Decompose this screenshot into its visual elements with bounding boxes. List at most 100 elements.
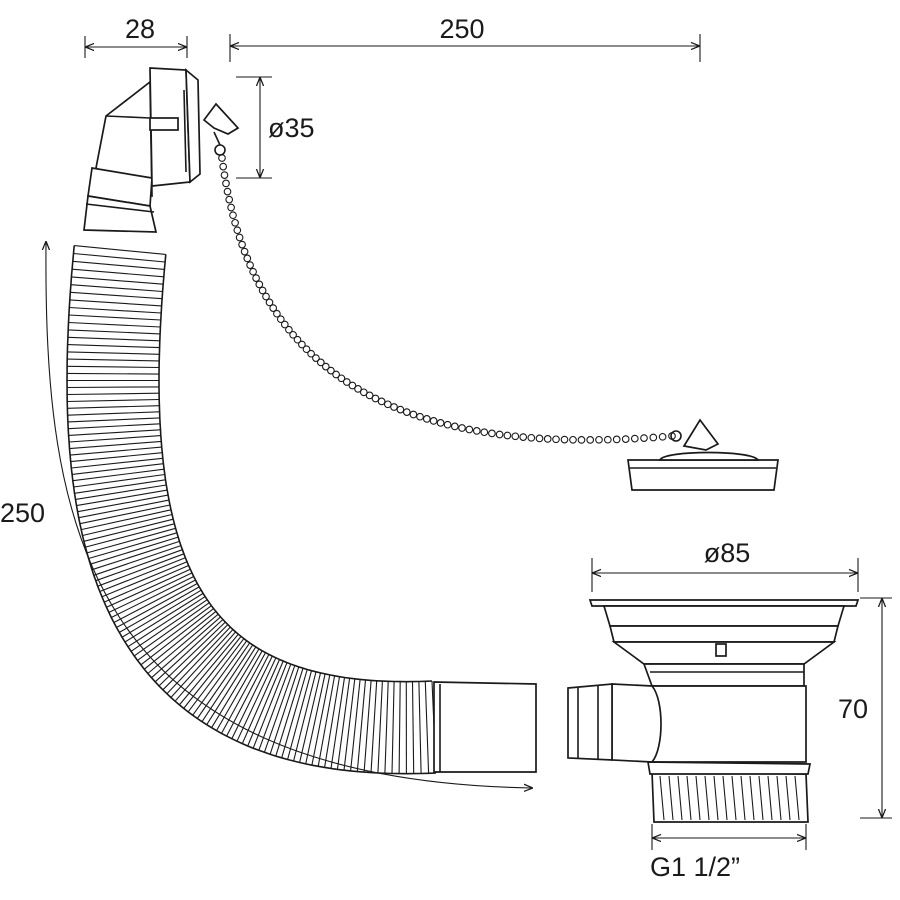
chain-bead xyxy=(443,420,452,429)
hose-rib xyxy=(78,499,170,519)
chain-bead xyxy=(219,162,228,171)
hose-rib xyxy=(330,677,346,769)
chain-bead xyxy=(249,267,257,276)
chain-bead xyxy=(612,435,621,444)
hose-rib xyxy=(68,329,161,335)
chain-bead xyxy=(409,410,418,419)
hose-rib xyxy=(95,549,183,582)
corrugated-hose xyxy=(66,245,437,775)
dimension-waste-diameter: ø85 xyxy=(591,538,859,592)
chain-bead xyxy=(436,419,445,427)
chain-bead xyxy=(621,435,630,443)
chain-bead xyxy=(327,366,335,375)
chain-bead xyxy=(603,435,612,444)
chain-bead xyxy=(640,434,648,442)
hose-rib xyxy=(93,545,182,576)
hose-rib xyxy=(398,681,401,774)
overflow-width-label: 28 xyxy=(125,14,155,44)
hose-rib xyxy=(370,680,378,773)
chain-bead xyxy=(238,240,246,249)
chain-bead xyxy=(429,417,438,425)
overflow-diameter-label: ø35 xyxy=(268,113,315,143)
chain-bead xyxy=(280,320,289,329)
hose-rib xyxy=(67,392,160,396)
hose-rib xyxy=(68,429,161,436)
chain-bead xyxy=(348,381,357,390)
hose-rib xyxy=(263,665,296,753)
hose-rib xyxy=(231,655,273,739)
chain-bead xyxy=(649,433,658,442)
hose-rib xyxy=(67,405,160,409)
chain-bead xyxy=(223,187,232,196)
chain-bead xyxy=(235,233,244,242)
thread-line xyxy=(767,775,773,821)
hose-rib xyxy=(79,504,171,525)
hose-rib xyxy=(211,648,260,728)
chain-bead xyxy=(298,340,306,349)
hose-rib xyxy=(69,435,161,443)
hose-rib xyxy=(124,592,204,643)
hose-rib xyxy=(183,636,242,709)
hose-rib xyxy=(130,599,208,652)
hose-rib xyxy=(324,676,341,768)
hose-rib xyxy=(67,411,160,416)
chain-bead xyxy=(269,304,278,312)
hose-rib xyxy=(108,572,193,613)
hose-rib xyxy=(241,659,281,744)
hose-rib xyxy=(83,518,174,542)
thread-line xyxy=(749,775,755,821)
chain-bead xyxy=(422,415,431,423)
hose-rib xyxy=(71,276,164,285)
dimension-thread-size: G1 1/2” xyxy=(650,824,807,882)
chain-bead xyxy=(218,154,226,162)
chain-bead xyxy=(450,422,459,431)
hose-rib xyxy=(391,681,395,774)
chain-bead xyxy=(503,431,512,440)
chain-bead xyxy=(227,203,235,212)
hose-rib xyxy=(133,602,210,657)
hose-rib xyxy=(86,527,176,554)
hose-rib xyxy=(384,681,389,774)
hose-rib xyxy=(67,386,160,389)
chain-bead xyxy=(312,354,320,362)
hose-rib xyxy=(154,619,224,683)
thread-line xyxy=(722,775,728,821)
sink-plug xyxy=(627,418,779,491)
hose-rib xyxy=(67,417,160,423)
chain-bead xyxy=(465,425,474,434)
hose-rib xyxy=(299,672,322,763)
chain-bead xyxy=(402,408,411,416)
chain-bead xyxy=(595,435,603,444)
hose-rib xyxy=(275,668,304,757)
hose-rib xyxy=(81,509,172,531)
hose-rib xyxy=(73,473,165,488)
hose-rib xyxy=(68,423,161,430)
hose-rib xyxy=(311,674,331,766)
hose-rib xyxy=(356,679,367,772)
hose-rib xyxy=(113,579,196,623)
hose-rib xyxy=(67,351,160,355)
chain-bead xyxy=(229,211,237,220)
chain-bead xyxy=(316,358,325,367)
chain-bead xyxy=(586,436,595,444)
chain-bead xyxy=(246,261,254,269)
hose-rib xyxy=(196,642,251,719)
hose-rib xyxy=(72,468,165,482)
hose-rib xyxy=(424,681,430,774)
chain-bead xyxy=(276,315,285,324)
chain-bead xyxy=(302,345,311,354)
thread-line xyxy=(740,775,746,821)
chain-bead xyxy=(658,432,667,441)
chain-bead xyxy=(255,280,264,289)
hose-rib xyxy=(350,679,361,771)
hose-rib xyxy=(221,652,266,734)
chain-bead xyxy=(390,403,398,411)
hose-rib xyxy=(343,678,356,771)
hose-rib xyxy=(68,321,161,328)
chain-bead xyxy=(293,335,302,344)
hose-rib xyxy=(269,666,300,755)
hose-rib xyxy=(67,336,160,342)
dimension-overflow-width: 28 xyxy=(84,14,188,58)
hose-rib xyxy=(166,626,231,695)
chain-bead xyxy=(416,412,424,421)
